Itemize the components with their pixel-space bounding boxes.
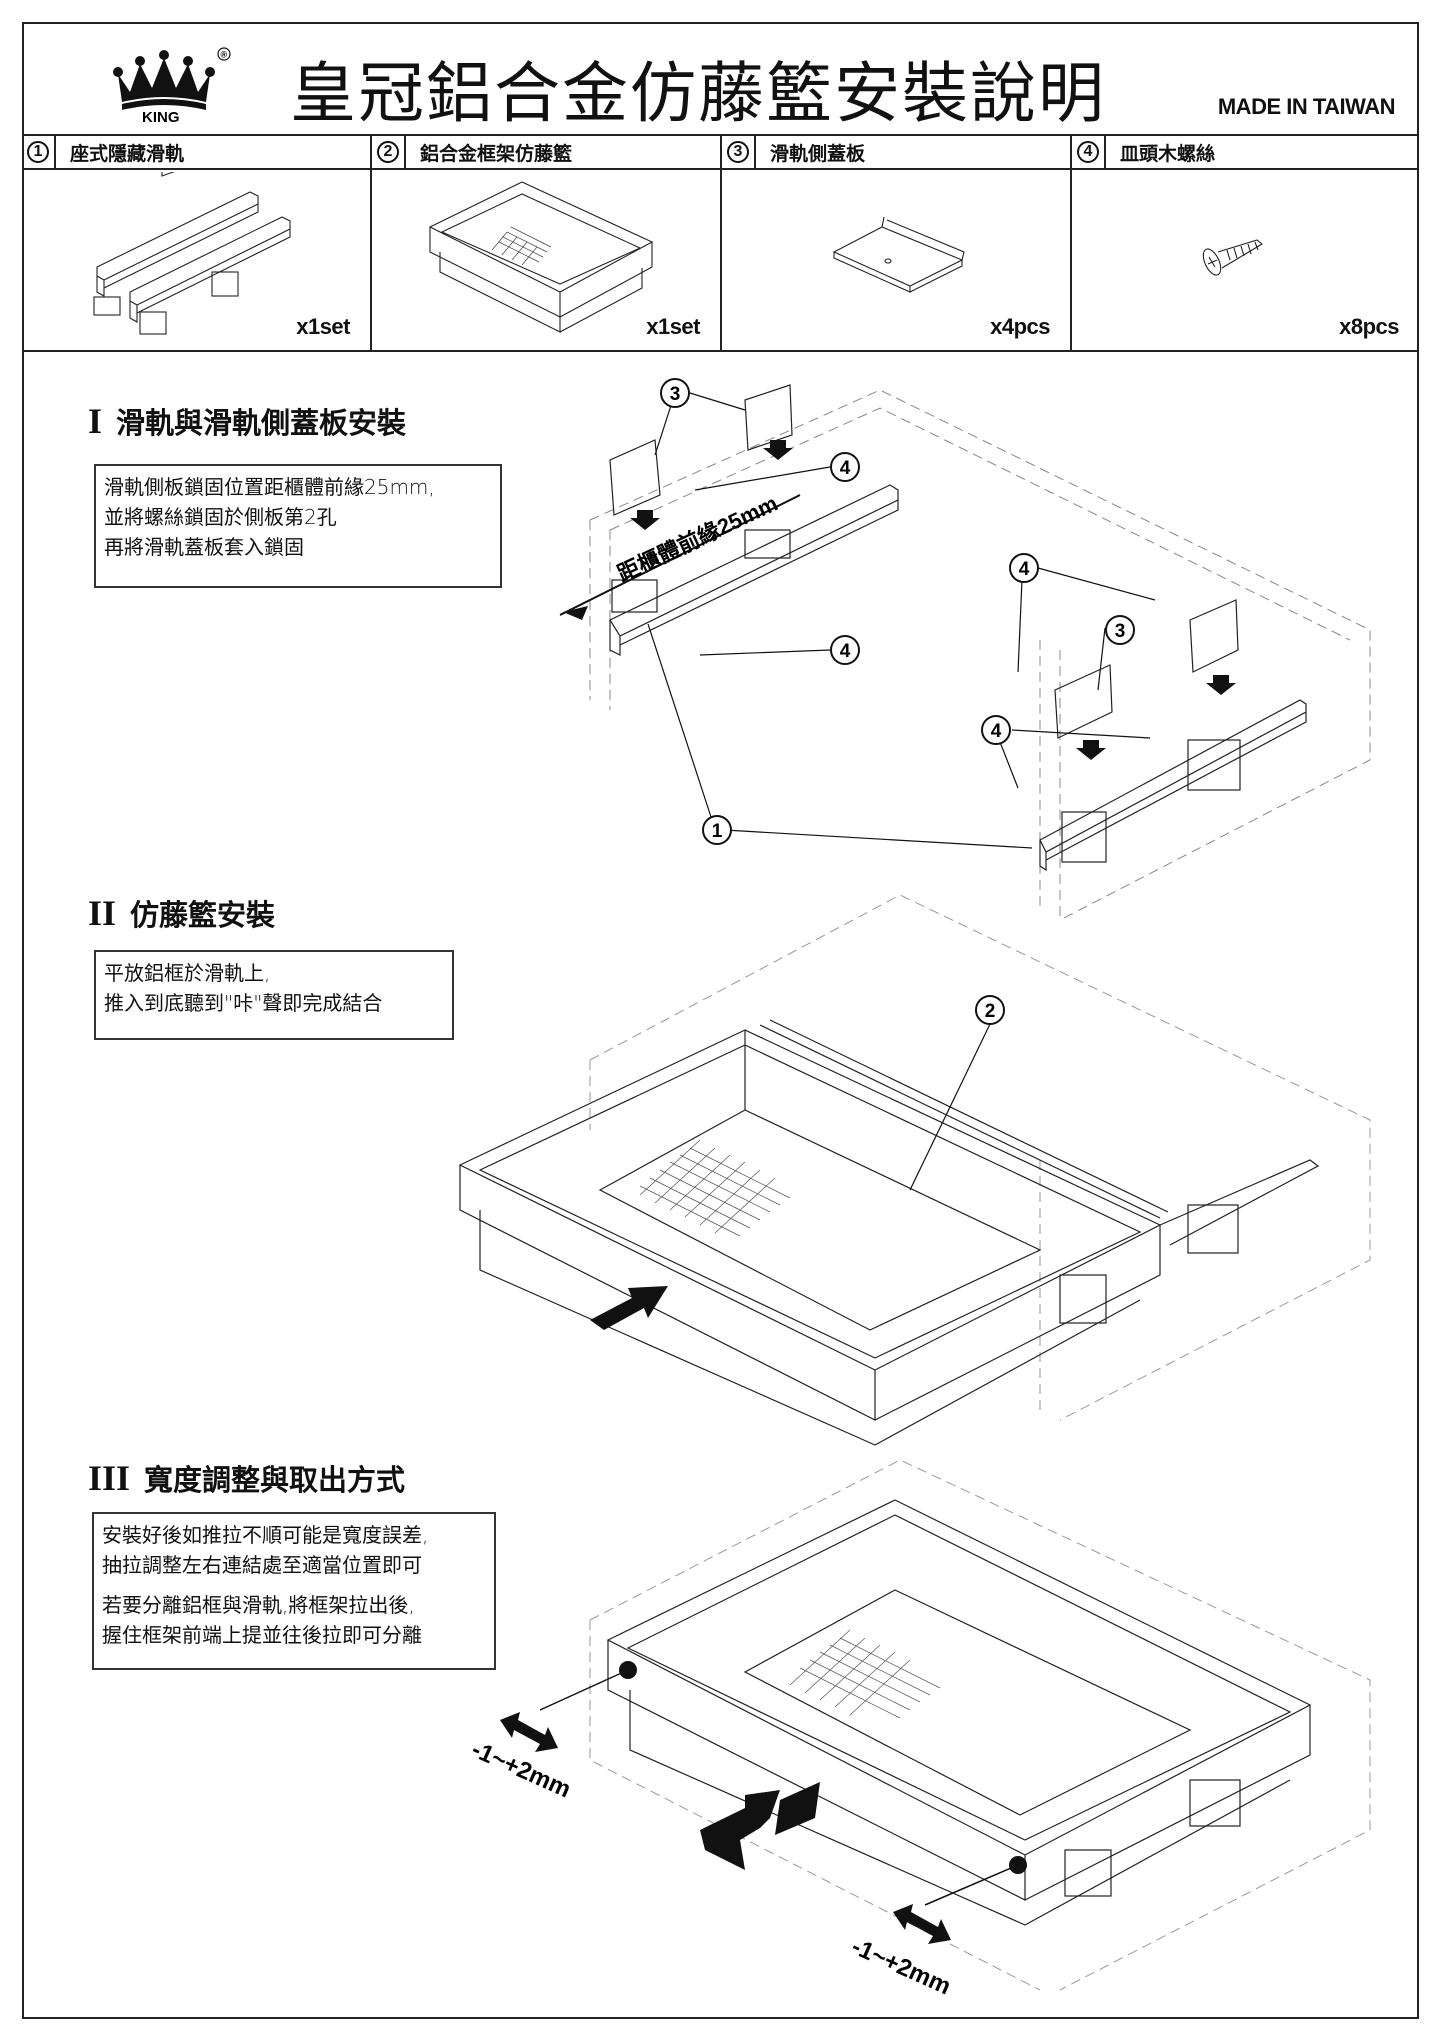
page-frame	[22, 22, 1419, 2019]
section-2-instructions: 平放鋁框於滑軌上, 推入到底聽到"咔"聲即完成結合	[94, 950, 454, 1040]
section-2-heading: 仿藤籃安裝	[130, 898, 276, 932]
screw-icon	[1202, 239, 1263, 276]
instruction-line: 並將螺絲鎖固於側板第2孔	[104, 505, 337, 529]
section-1-instructions: 滑軌側板鎖固位置距櫃體前緣25mm, 並將螺絲鎖固於側板第2孔 再將滑軌蓋板套入…	[94, 464, 502, 588]
section-2-title: II 仿藤籃安裝	[88, 892, 275, 934]
part-number: 4	[1077, 141, 1099, 163]
part-quantity: x1set	[296, 314, 350, 339]
instruction-line: 抽拉調整左右連結處至適當位置即可	[102, 1553, 422, 1577]
part-name: 座式隱藏滑軌	[70, 142, 185, 165]
section-3-instructions: 安裝好後如推拉不順可能是寬度誤差, 抽拉調整左右連結處至適當位置即可 若要分離鋁…	[92, 1512, 496, 1670]
part-number: 1	[27, 141, 49, 163]
registered-mark: ®	[221, 50, 228, 60]
page-title: 皇冠鋁合金仿藤籃安裝說明	[290, 55, 1106, 132]
instruction-line: 握住框架前端上提並往後拉即可分離	[102, 1623, 422, 1647]
section-3-title: III 寬度調整與取出方式	[88, 1457, 405, 1499]
part-side-cover: 3 滑軌側蓋板 x4pcs	[722, 136, 1072, 350]
instruction-line: 滑軌側板鎖固位置距櫃體前緣25mm,	[104, 475, 435, 499]
part-name: 滑軌側蓋板	[770, 142, 866, 165]
instruction-line: 推入到底聽到"咔"聲即完成結合	[104, 991, 383, 1015]
instruction-line: 平放鋁框於滑軌上,	[104, 961, 271, 985]
section-1-heading: 滑軌與滑軌側蓋板安裝	[116, 406, 407, 440]
part-slide-rail: 1 座式隱藏滑軌 x1set	[22, 136, 372, 350]
part-number: 3	[727, 141, 749, 163]
part-basket: 2 鋁合金框架仿藤籃 x1set	[372, 136, 722, 350]
part-quantity: x8pcs	[1339, 314, 1399, 339]
part-quantity: x1set	[646, 314, 700, 339]
part-screw: 4 皿頭木螺絲 x8pcs	[1072, 136, 1419, 350]
section-1-numeral: I	[88, 401, 103, 441]
logo-brand-text: KING	[142, 109, 180, 124]
section-2-numeral: II	[88, 893, 117, 933]
part-name: 皿頭木螺絲	[1120, 142, 1216, 165]
header: KING ® 皇冠鋁合金仿藤籃安裝說明 MADE IN TAIWAN	[22, 22, 1419, 136]
part-quantity: x4pcs	[990, 314, 1050, 339]
instruction-line: 再將滑軌蓋板套入鎖固	[104, 535, 304, 559]
instruction-line: 安裝好後如推拉不順可能是寬度誤差,	[102, 1523, 429, 1547]
side-cover-icon	[832, 216, 965, 293]
part-name: 鋁合金框架仿藤籃	[420, 142, 573, 165]
part-number: 2	[377, 141, 399, 163]
section-3-numeral: III	[88, 1458, 131, 1498]
made-in-label: MADE IN TAIWAN	[1217, 94, 1396, 119]
crown-logo-icon: KING ®	[113, 47, 231, 124]
instruction-line: 若要分離鋁框與滑軌,將框架拉出後,	[102, 1593, 415, 1617]
parts-table: 1 座式隱藏滑軌 x1set 2 鋁合金框架仿藤籃	[22, 136, 1419, 352]
basket-icon	[428, 181, 654, 333]
section-3-heading: 寬度調整與取出方式	[144, 1463, 406, 1497]
section-1-title: I 滑軌與滑軌側蓋板安裝	[88, 400, 406, 442]
